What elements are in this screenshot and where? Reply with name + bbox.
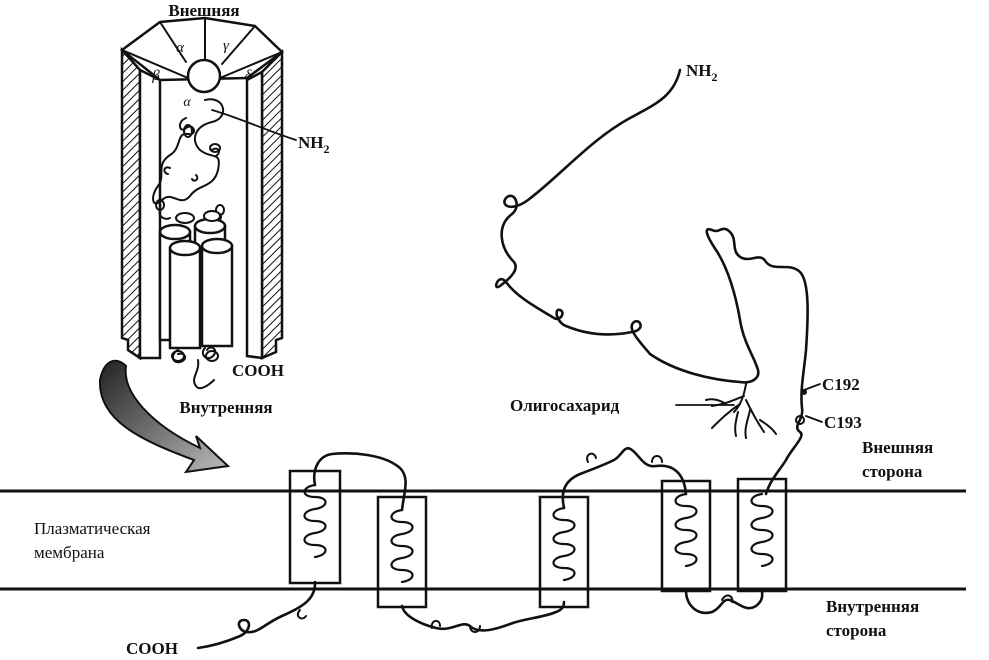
- receptor-bottom-label: Внутренняя: [179, 398, 272, 417]
- subunit-gamma-label: γ: [223, 38, 230, 54]
- intracellular-coil: [721, 594, 734, 603]
- extracellular-loop: [561, 447, 688, 510]
- c192-marker: [801, 389, 807, 395]
- c193-marker: [795, 415, 805, 425]
- c-terminal-tail: [196, 580, 317, 650]
- subunit-beta-label: β: [151, 68, 160, 84]
- chain-nh2-label: NH2: [686, 61, 718, 84]
- polypeptide-chain: NH2 COOH Олигосахарид C192 C193: [126, 61, 862, 658]
- channel-pore: [186, 58, 222, 94]
- helix-coil: [303, 483, 327, 559]
- inner-side-label: Внутренняя сторона: [826, 597, 923, 640]
- chain-coil: [296, 609, 307, 620]
- extracellular-coil: [586, 452, 663, 463]
- outer-side-label: Внешняя сторона: [862, 438, 937, 481]
- receptor-cap: [119, 16, 284, 82]
- helix-coil: [390, 508, 414, 584]
- receptor-right-wall: [260, 48, 284, 360]
- transmembrane-segment-box: [736, 477, 788, 593]
- helix-coil: [552, 506, 576, 582]
- transmembrane-segment-box: [288, 469, 342, 585]
- helix-cylinder: [168, 239, 202, 350]
- receptor-nh2-label: NH2: [298, 133, 330, 156]
- plasma-membrane: Плазматическая мембрана Внешняя сторона …: [0, 438, 966, 640]
- helix-coil: [674, 492, 698, 568]
- subunit-delta-label: δ: [245, 68, 253, 84]
- extracellular-loop: [312, 452, 407, 512]
- chain-cooh-label: COOH: [126, 639, 178, 658]
- receptor-illustration: Внешняя α γ β δ α NH2 COOH Внутренняя: [119, 1, 330, 417]
- transmembrane-segment-box: [660, 479, 712, 593]
- receptor-nh2-leader: [211, 109, 297, 141]
- helix-bundle: [158, 210, 234, 350]
- receptor-cooh-label: COOH: [232, 361, 284, 380]
- receptor-left-wall: [120, 46, 142, 361]
- c192-leader: [803, 383, 821, 391]
- subunit-alpha-label: α: [176, 40, 185, 56]
- membrane-label: Плазматическая мембрана: [34, 519, 155, 562]
- intracellular-coil: [430, 620, 481, 633]
- inner-subunit-alpha-label: α: [183, 95, 191, 110]
- helix-cylinder: [200, 237, 234, 348]
- c192-label: C192: [822, 375, 860, 394]
- extracellular-n-terminal-loop: [494, 68, 809, 496]
- oligosaccharide-branches: [705, 383, 777, 439]
- helix-coil: [750, 492, 774, 568]
- intracellular-loop: [684, 588, 764, 615]
- transition-arrow: [98, 359, 231, 474]
- c193-label: C193: [824, 413, 862, 432]
- c193-leader: [805, 415, 823, 423]
- receptor-top-label: Внешняя: [168, 1, 239, 20]
- cytoplasmic-loops: [172, 346, 217, 390]
- oligosaccharide-label: Олигосахарид: [510, 396, 620, 415]
